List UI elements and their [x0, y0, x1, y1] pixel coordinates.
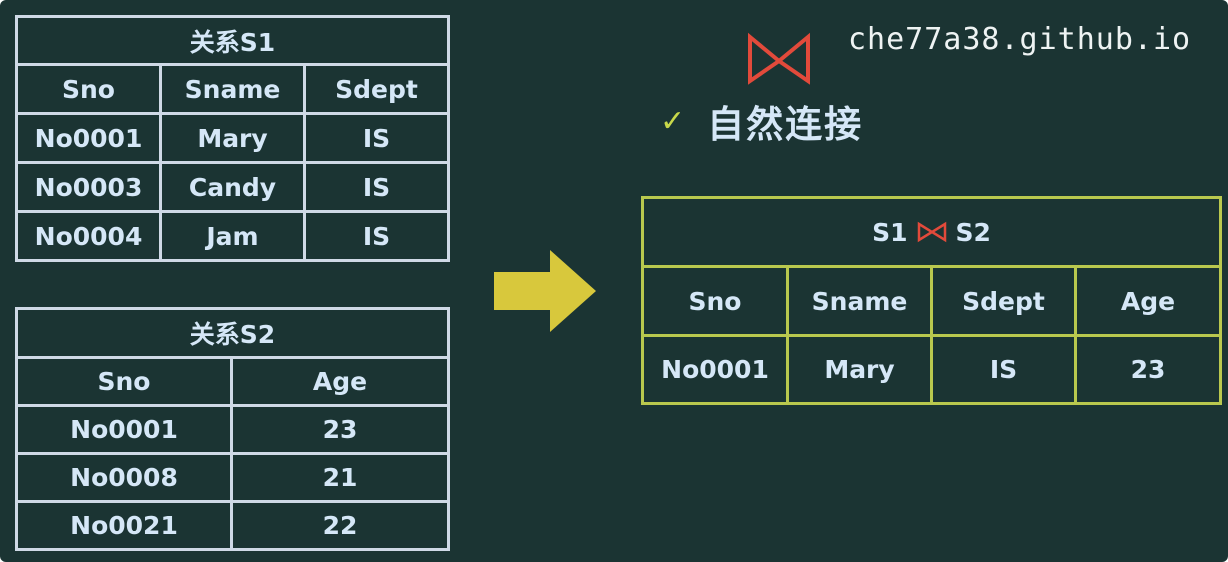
s1-cell: Jam: [159, 210, 306, 262]
s2-cell: 22: [230, 500, 450, 551]
s2-cell: No0021: [15, 500, 233, 551]
s2-cell: No0001: [15, 404, 233, 455]
relation-s1-title: 关系S1: [15, 15, 450, 66]
s2-cell: No0008: [15, 452, 233, 503]
bowtie-join-icon: [748, 32, 810, 85]
s1-cell: IS: [303, 161, 450, 213]
result-header-sno: Sno: [641, 265, 789, 337]
s1-cell: IS: [303, 112, 450, 164]
table-row: No0021 22: [15, 500, 450, 551]
natural-join-heading: ✓ 自然连接: [660, 96, 863, 146]
s2-header-age: Age: [230, 356, 450, 407]
s1-cell: No0003: [15, 161, 162, 213]
s1-cell: Mary: [159, 112, 306, 164]
watermark: che77a38.github.io: [848, 22, 1192, 57]
s1-cell: IS: [303, 210, 450, 262]
s1-cell: No0004: [15, 210, 162, 262]
result-cell: IS: [930, 334, 1077, 405]
result-header-age: Age: [1074, 265, 1222, 337]
right-arrow-icon: [494, 250, 596, 332]
s1-header-sname: Sname: [159, 63, 306, 115]
s2-cell: 21: [230, 452, 450, 503]
result-title-right: S2: [955, 217, 991, 247]
result-title-left: S1: [872, 217, 908, 247]
relation-s1-table: 关系S1 Sno Sname Sdept No0001 Mary IS No00…: [15, 15, 450, 262]
natural-join-label: 自然连接: [707, 103, 864, 146]
table-row: No0001 Mary IS: [15, 112, 450, 164]
relation-s2-table: 关系S2 Sno Age No0001 23 No0008 21 No0021 …: [15, 307, 450, 551]
s1-header-sdept: Sdept: [303, 63, 450, 115]
relation-s2-title: 关系S2: [15, 307, 450, 359]
result-cell: No0001: [641, 334, 789, 405]
result-header-sdept: Sdept: [930, 265, 1077, 337]
s1-cell: Candy: [159, 161, 306, 213]
table-row: No0001 Mary IS 23: [641, 334, 1222, 405]
result-header-sname: Sname: [786, 265, 933, 337]
s2-cell: 23: [230, 404, 450, 455]
s1-header-sno: Sno: [15, 63, 162, 115]
checkmark-icon: ✓: [660, 103, 686, 139]
table-row: No0003 Candy IS: [15, 161, 450, 213]
table-row: No0008 21: [15, 452, 450, 503]
result-title: S1 S2: [641, 196, 1222, 268]
s2-header-sno: Sno: [15, 356, 233, 407]
result-cell: Mary: [786, 334, 933, 405]
result-cell: 23: [1074, 334, 1222, 405]
bowtie-join-icon: [917, 221, 946, 243]
s1-cell: No0001: [15, 112, 162, 164]
table-row: No0004 Jam IS: [15, 210, 450, 262]
result-table: S1 S2 Sno Sname Sdept Age No0001 Mary IS…: [641, 196, 1222, 405]
table-row: No0001 23: [15, 404, 450, 455]
